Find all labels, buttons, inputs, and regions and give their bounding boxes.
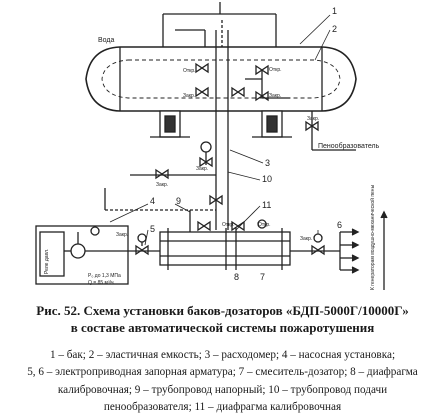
label-open-3: Откр. [222, 222, 235, 228]
installation-schematic: Вода Пенообразователь Откр. Откр. Откр. … [35, 2, 388, 290]
vertical-pipes [215, 20, 229, 150]
label-close-7: Закр. [300, 236, 312, 242]
pressure-pipe [104, 188, 216, 232]
label-pump-temp: Q = 85 м³/ч [88, 280, 114, 286]
label-close-3: Закр. [307, 116, 319, 122]
label-gauge: Реле давл. [44, 249, 50, 274]
label-close-1: Закр. [183, 93, 195, 99]
figure-caption: Рис. 52. Схема установки баков-дозаторов… [0, 302, 445, 336]
label-water: Вода [98, 37, 114, 44]
outlet-line [290, 210, 388, 290]
number-11: 11 [262, 200, 271, 210]
number-3: 3 [265, 158, 270, 168]
number-6: 6 [337, 220, 342, 230]
label-close-5: Закр. [196, 166, 208, 172]
flowmeter [199, 141, 213, 168]
number-7: 7 [260, 272, 265, 282]
legend-line-1: 1 – бак; 2 – эластичная емкость; 3 – рас… [49, 349, 396, 361]
number-10: 10 [262, 174, 272, 184]
tank-body [85, 46, 357, 138]
label-consumer: К генераторам воздушно-механической пены [369, 184, 376, 290]
main-line [128, 233, 160, 256]
label-foam: Пенообразователь [318, 142, 380, 150]
label-close-2: Закр. [269, 93, 281, 99]
caption-line-1: Рис. 52. Схема установки баков-дозаторов… [36, 303, 409, 318]
label-pump-spec: Р₀ до 1,3 МПа [88, 273, 121, 279]
figure-legend: 1 – бак; 2 – эластичная емкость; 3 – рас… [6, 347, 439, 417]
label-open-4: Откр. [258, 222, 271, 228]
label-close-4: Закр. [156, 182, 168, 188]
bypass-line [130, 150, 229, 230]
number-2: 2 [332, 24, 337, 34]
number-5: 5 [150, 224, 155, 234]
number-1: 1 [332, 6, 337, 16]
legend-line-2: 5, 6 – электроприводная запорная арматур… [27, 366, 418, 379]
tank-side-valves [195, 62, 356, 151]
legend-line-4: пенообразователя; 11 – диафрагма калибро… [103, 401, 342, 414]
leader-lines [109, 14, 331, 246]
top-piping [162, 2, 277, 47]
caption-line-2: в составе автоматической системы пожарот… [70, 320, 375, 335]
number-8: 8 [234, 272, 239, 282]
mixer-assembly [159, 219, 291, 270]
number-9: 9 [176, 196, 181, 206]
label-open-1: Откр. [183, 68, 196, 74]
label-close-6: Закр. [116, 232, 128, 238]
label-open-2: Откр. [269, 67, 282, 73]
number-4: 4 [150, 196, 155, 206]
legend-line-3: калибровочная; 9 – трубопровод напорный;… [57, 383, 388, 396]
pump-unit [35, 225, 129, 285]
